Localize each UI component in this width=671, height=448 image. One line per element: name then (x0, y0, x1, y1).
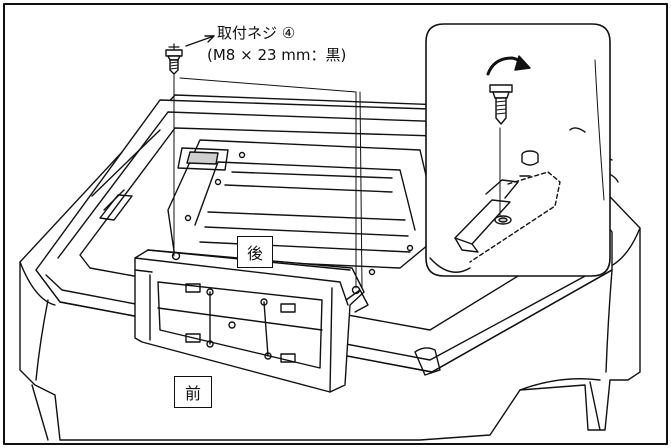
screw-name-label: 取付ネジ ④ (217, 24, 296, 42)
front-label: 前 (174, 376, 212, 408)
back-label: 後 (237, 236, 273, 268)
leader-arrow (204, 35, 215, 43)
detail-screw-icon (489, 84, 513, 125)
leader-line (185, 35, 215, 47)
nut-icon (521, 150, 539, 166)
screw-icon (165, 43, 183, 75)
detail-inset (425, 23, 611, 277)
guide-lines (173, 71, 363, 289)
screw-spec-label: (M8 × 23 mm：黒) (207, 46, 347, 64)
rotate-arrow-icon (486, 55, 531, 76)
